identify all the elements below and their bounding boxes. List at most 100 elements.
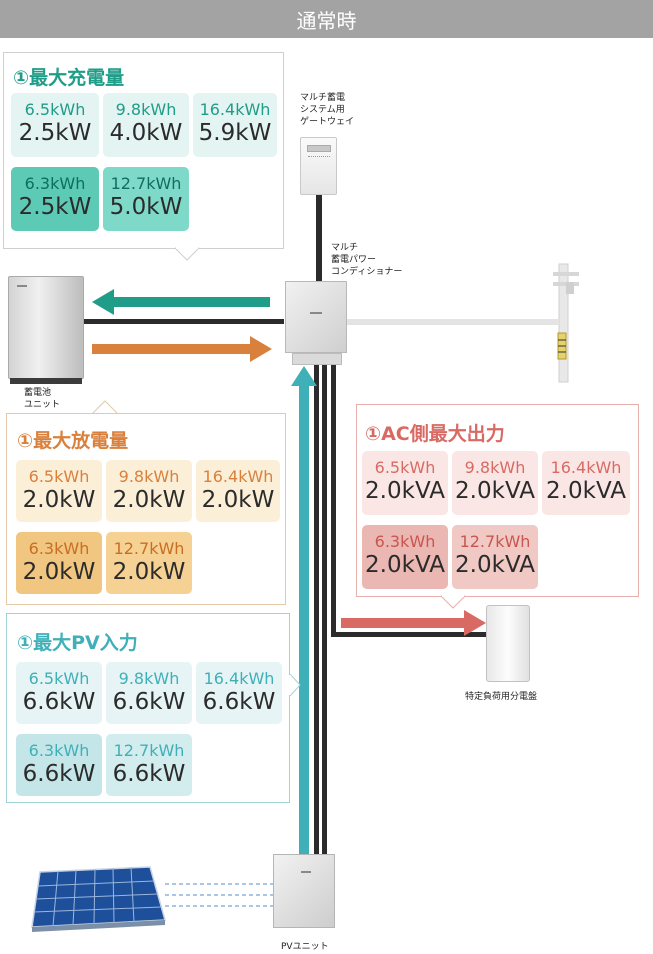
- discharge-panel: ①最大放電量 6.5kWh 2.0kW 9.8kWh 2.0kW 16.4kWh…: [6, 413, 286, 605]
- discharge-cell-capacity: 9.8kWh: [118, 467, 180, 486]
- ac-cell-capacity: 12.7kWh: [459, 532, 531, 551]
- charge-cell-capacity: 6.3kWh: [24, 174, 86, 193]
- ac-cell-12-7: 12.7kWh 2.0kVA: [452, 525, 538, 589]
- charge-cell-6-5: 6.5kWh 2.5kW: [11, 93, 99, 157]
- pv-cell-16-4: 16.4kWh 6.6kW: [196, 662, 282, 724]
- battery-base: [10, 378, 82, 384]
- battery-label-line2: ユニット: [24, 400, 61, 410]
- battery-label: 蓄電池 ユニット: [24, 387, 60, 411]
- wire-battery: [84, 319, 284, 324]
- charge-cell-capacity: 16.4kWh: [199, 100, 271, 119]
- pv-unit-logo: [301, 871, 311, 873]
- ac-cell-6-3: 6.3kWh 2.0kVA: [362, 525, 448, 589]
- pv-unit-label: PVユニット: [281, 942, 329, 952]
- charge-panel-pointer: [175, 247, 199, 261]
- charge-cell-value: 5.9kW: [198, 120, 272, 146]
- ac-panel-pointer: [441, 595, 465, 609]
- discharge-cell-16-4: 16.4kWh 2.0kW: [196, 460, 280, 522]
- charge-cell-value: 5.0kW: [109, 194, 183, 220]
- mode-header: 通常時: [0, 0, 653, 38]
- ac-cell-capacity: 6.3kWh: [374, 532, 436, 551]
- discharge-cell-6-3: 6.3kWh 2.0kW: [16, 532, 102, 594]
- discharge-cell-capacity: 12.7kWh: [113, 539, 185, 558]
- pv-cell-6-5: 6.5kWh 6.6kW: [16, 662, 102, 724]
- discharge-cell-12-7: 12.7kWh 2.0kW: [106, 532, 192, 594]
- battery-unit-device: [8, 276, 84, 379]
- ac-cell-capacity: 16.4kWh: [550, 458, 622, 477]
- utility-pole-icon: [553, 263, 579, 383]
- wire-load-vertical: [331, 364, 336, 636]
- charge-cell-16-4: 16.4kWh 5.9kW: [193, 93, 277, 157]
- ac-cell-6-5: 6.5kWh 2.0kVA: [362, 451, 448, 515]
- ac-panel: ①AC側最大出力 6.5kWh 2.0kVA 9.8kWh 2.0kVA 16.…: [356, 404, 639, 597]
- discharge-arrow: [92, 336, 272, 362]
- panelboard-label: 特定負荷用分電盤: [465, 692, 538, 702]
- discharge-cell-capacity: 16.4kWh: [202, 467, 274, 486]
- battery-logo: [17, 285, 27, 287]
- discharge-cell-value: 2.0kW: [112, 487, 186, 513]
- gateway-label-line1: マルチ蓄電: [300, 93, 346, 103]
- charge-arrow: [92, 289, 270, 315]
- ac-cell-9-8: 9.8kWh 2.0kVA: [452, 451, 538, 515]
- wire-grid: [346, 319, 558, 325]
- conditioner-label: マルチ 蓄電パワー コンディショナー: [331, 242, 402, 278]
- discharge-cell-value: 2.0kW: [112, 559, 186, 585]
- charge-cell-capacity: 9.8kWh: [115, 100, 177, 119]
- power-conditioner-device: [285, 281, 347, 353]
- pv-unit-device: [273, 854, 335, 928]
- ac-cell-value: 2.0kVA: [546, 478, 626, 504]
- pv-cell-value: 6.6kW: [112, 761, 186, 787]
- ac-cell-capacity: 9.8kWh: [464, 458, 526, 477]
- discharge-cell-6-5: 6.5kWh 2.0kW: [16, 460, 102, 522]
- discharge-cell-9-8: 9.8kWh 2.0kW: [106, 460, 192, 522]
- ac-cell-value: 2.0kVA: [455, 552, 535, 578]
- gateway-label-line2: システム用: [300, 105, 345, 115]
- gateway-display: [306, 145, 331, 152]
- solar-panel-icon: [31, 866, 166, 932]
- wire-gateway: [316, 194, 322, 286]
- discharge-cell-capacity: 6.3kWh: [28, 539, 90, 558]
- wire-load-horizontal: [331, 632, 487, 637]
- discharge-cell-value: 2.0kW: [201, 487, 275, 513]
- gateway-device: [300, 137, 337, 195]
- pv-cell-value: 6.6kW: [22, 761, 96, 787]
- gateway-label: マルチ蓄電 システム用 ゲートウェイ: [300, 92, 354, 128]
- pv-cell-value: 6.6kW: [112, 689, 186, 715]
- pv-cell-value: 6.6kW: [22, 689, 96, 715]
- charge-cell-capacity: 12.7kWh: [110, 174, 182, 193]
- pv-cell-capacity: 6.3kWh: [28, 741, 90, 760]
- pv-cell-capacity: 9.8kWh: [118, 669, 180, 688]
- charge-cell-value: 2.5kW: [18, 194, 92, 220]
- pv-cell-12-7: 12.7kWh 6.6kW: [106, 734, 192, 796]
- conditioner-base: [292, 353, 342, 365]
- ac-cell-capacity: 6.5kWh: [374, 458, 436, 477]
- pv-cell-6-3: 6.3kWh 6.6kW: [16, 734, 102, 796]
- pv-cell-9-8: 9.8kWh 6.6kW: [106, 662, 192, 724]
- discharge-title: ①最大放電量: [17, 430, 129, 452]
- conditioner-label-line2: 蓄電パワー: [331, 255, 377, 265]
- ac-cell-value: 2.0kVA: [455, 478, 535, 504]
- conditioner-label-line3: コンディショナー: [331, 267, 403, 277]
- discharge-cell-value: 2.0kW: [22, 559, 96, 585]
- discharge-cell-capacity: 6.5kWh: [28, 467, 90, 486]
- charge-title: ①最大充電量: [13, 67, 125, 89]
- pv-arrow: [291, 366, 317, 854]
- mode-title: 通常時: [296, 8, 357, 33]
- charge-cell-value: 4.0kW: [109, 120, 183, 146]
- wire-pv-a: [314, 364, 319, 856]
- gateway-indicators: [307, 156, 330, 160]
- ac-cell-value: 2.0kVA: [365, 478, 445, 504]
- discharge-cell-value: 2.0kW: [22, 487, 96, 513]
- ac-cell-value: 2.0kVA: [365, 552, 445, 578]
- pv-cell-capacity: 16.4kWh: [203, 669, 275, 688]
- charge-cell-9-8: 9.8kWh 4.0kW: [103, 93, 189, 157]
- battery-label-line1: 蓄電池: [24, 388, 52, 398]
- wire-pv-b: [322, 364, 327, 856]
- pv-cell-value: 6.6kW: [202, 689, 276, 715]
- pv-cell-capacity: 12.7kWh: [113, 741, 185, 760]
- charge-cell-12-7: 12.7kWh 5.0kW: [103, 167, 189, 231]
- pv-title: ①最大PV入力: [17, 632, 138, 654]
- pv-panel: ①最大PV入力 6.5kWh 6.6kW 9.8kWh 6.6kW 16.4kW…: [6, 613, 290, 803]
- ac-title: ①AC側最大出力: [365, 423, 505, 445]
